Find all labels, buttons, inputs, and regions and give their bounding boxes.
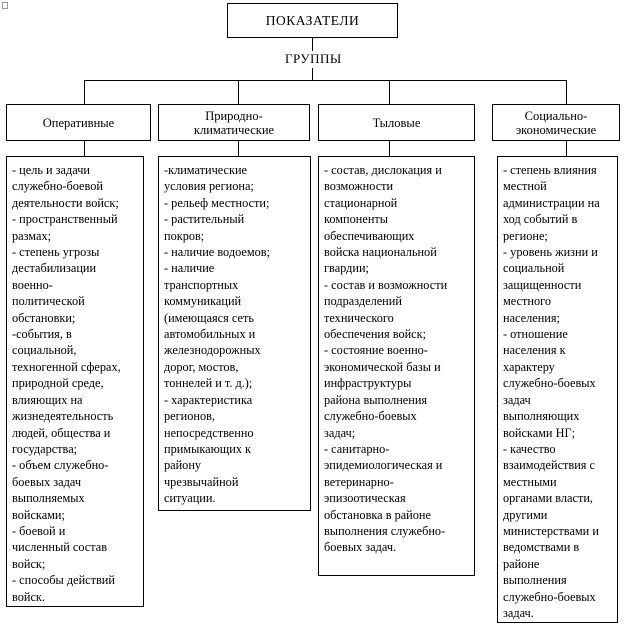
- connector-link-4: [566, 141, 567, 156]
- connector-link-3: [389, 141, 390, 156]
- group-header-label: Оперативные: [42, 115, 115, 130]
- group-header-operational: Оперативные: [6, 104, 151, 141]
- group-items-rear: - состав, дислокация и возможности стаци…: [318, 156, 475, 576]
- group-header-label: Тыловые: [372, 115, 421, 130]
- connector-drop-4: [566, 80, 567, 104]
- connector-link-1: [84, 141, 85, 156]
- group-header-label: Природно- климатические: [193, 108, 275, 137]
- root-title: ПОКАЗАТЕЛИ: [265, 12, 360, 28]
- groups-label: ГРУППЫ: [285, 51, 342, 66]
- group-header-natural-climatic: Природно- климатические: [158, 104, 310, 141]
- connector-link-2: [238, 141, 239, 156]
- connector-bus: [84, 80, 566, 81]
- group-header-socio-economic: Социально- экономические: [492, 104, 620, 141]
- group-items-natural-climatic: -климатические условия региона; - рельеф…: [158, 156, 311, 511]
- group-header-rear: Тыловые: [318, 104, 475, 141]
- root-box: ПОКАЗАТЕЛИ: [227, 3, 398, 38]
- connector-drop-1: [84, 80, 85, 104]
- connector-trunk: [312, 38, 313, 51]
- group-items-socio-economic: - степень влияния местной администрации …: [497, 156, 618, 623]
- group-header-label: Социально- экономические: [515, 108, 597, 137]
- connector-trunk-lower: [312, 68, 313, 80]
- connector-drop-2: [238, 80, 239, 104]
- group-items-operational: - цель и задачи служебно-боевой деятельн…: [6, 156, 144, 607]
- connector-drop-3: [389, 80, 390, 104]
- corner-marker: [2, 2, 8, 9]
